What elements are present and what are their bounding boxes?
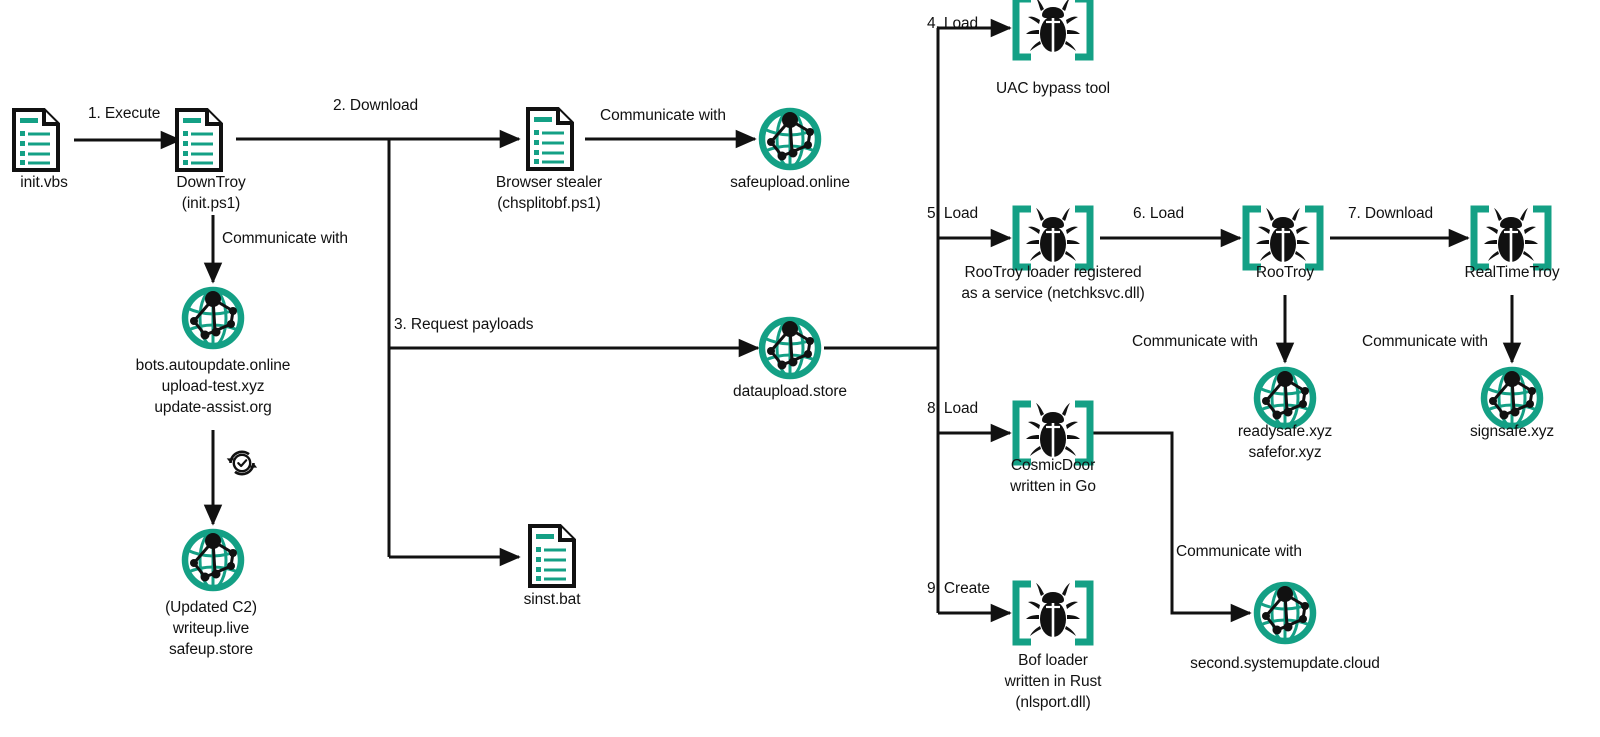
node-label-cosmicdoor-2: written in Go [1010, 478, 1096, 495]
document-icon [12, 108, 60, 172]
bug-icon [1016, 0, 1090, 57]
node-label-rootroy-loader-1: RooTroy loader registered [964, 264, 1142, 281]
edge-label-download7: 7. Download [1348, 205, 1434, 222]
edge-label-communicate-4: Communicate with [1362, 333, 1488, 350]
node-label-readysafe-2: safefor.xyz [1248, 444, 1322, 461]
globe-icon [1257, 370, 1313, 426]
globe-icon [1257, 585, 1313, 641]
globe-icon [1484, 370, 1540, 426]
edge-label-download: 2. Download [333, 97, 419, 114]
node-label-readysafe-1: readysafe.xyz [1237, 423, 1333, 440]
node-label-rootroy-loader-2: as a service (netchksvc.dll) [961, 285, 1145, 302]
node-label-bots-c2-2: upload-test.xyz [161, 378, 265, 395]
globe-icon [185, 290, 241, 346]
node-label-updated-c2-3: safeup.store [168, 641, 254, 658]
edge-label-load6: 6. Load [1133, 205, 1185, 222]
edge-label-communicate-1: Communicate with [222, 230, 348, 247]
edge-label-communicate-5: Communicate with [1176, 543, 1302, 560]
node-label-updated-c2-1: (Updated C2) [165, 599, 257, 616]
node-label-bof-loader-2: written in Rust [1004, 673, 1102, 690]
node-label-realtimetroy: RealTimeTroy [1464, 264, 1560, 281]
node-label-browser-stealer-2: (chsplitobf.ps1) [497, 195, 601, 212]
bug-icon [1016, 208, 1090, 267]
node-label-safeupload: safeupload.online [730, 174, 850, 191]
refresh-icon [225, 450, 259, 476]
node-label-bof-loader-1: Bof loader [1018, 652, 1088, 669]
node-label-cosmicdoor-1: CosmicDoor [1010, 457, 1096, 474]
bug-icon [1246, 208, 1320, 267]
node-label-sinst-bat: sinst.bat [523, 591, 581, 608]
document-icon [175, 108, 223, 172]
edge-label-load8: 8. Load [927, 400, 979, 417]
edge-cosmicdoor-to-second [1092, 431, 1252, 623]
node-label-second-systemupdate: second.systemupdate.cloud [1190, 655, 1380, 672]
edge-label-load5: 5. Load [927, 205, 979, 222]
edge-downtroy-trunk [236, 137, 391, 557]
node-label-bots-c2-3: update-assist.org [154, 399, 272, 416]
node-label-updated-c2-2: writeup.live [172, 620, 250, 637]
node-label-browser-stealer-1: Browser stealer [495, 174, 603, 191]
globe-icon [762, 320, 818, 376]
edge-dataupload-bus [824, 28, 940, 613]
bug-icon [1016, 403, 1090, 462]
node-label-signsafe: signsafe.xyz [1469, 423, 1555, 440]
edge-label-execute: 1. Execute [88, 105, 161, 122]
edge-label-communicate-2: Communicate with [600, 107, 726, 124]
node-label-rootroy: RooTroy [1255, 264, 1315, 281]
globe-icon [762, 111, 818, 167]
edge-label-request-payloads: 3. Request payloads [394, 316, 534, 333]
bug-icon [1016, 583, 1090, 642]
node-label-downtroy-1: DownTroy [176, 174, 246, 191]
node-label-downtroy-2: (init.ps1) [181, 195, 241, 212]
node-label-bof-loader-3: (nlsport.dll) [1015, 694, 1091, 711]
node-label-dataupload: dataupload.store [733, 383, 847, 400]
edge-label-create9: 9. Create [927, 580, 990, 597]
bug-icon [1474, 208, 1548, 267]
document-icon [526, 107, 574, 171]
globe-icon [185, 532, 241, 588]
document-icon [528, 524, 576, 588]
node-label-uac-bypass: UAC bypass tool [996, 80, 1110, 97]
edge-label-communicate-3: Communicate with [1132, 333, 1258, 350]
edge-label-load4: 4. Load [927, 15, 979, 32]
node-label-bots-c2-1: bots.autoupdate.online [135, 357, 291, 374]
edge-layer [74, 18, 1522, 623]
node-label-init-vbs: init.vbs [20, 174, 68, 191]
